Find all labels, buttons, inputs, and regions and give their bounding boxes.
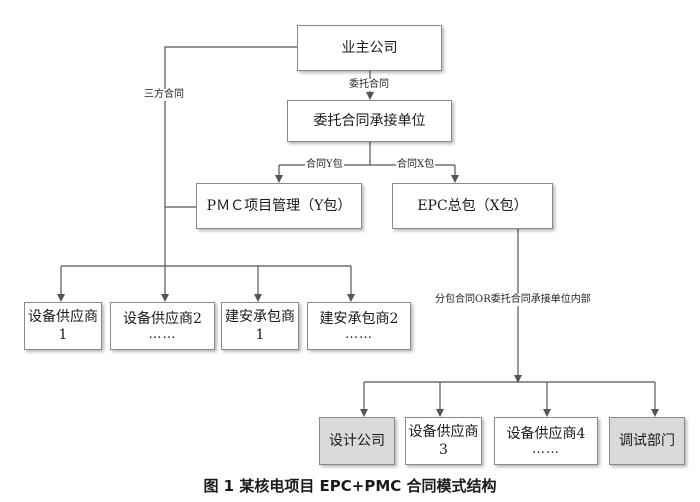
node-pmc-label: PＭＣ项目管理（Y包） (206, 198, 352, 214)
node-debug-label: 调试部门 (619, 433, 675, 449)
label-contract-x: 合同X包 (396, 159, 436, 171)
node-construction-contractor-2: 建安承包商2 …… (307, 302, 411, 350)
node-eq4-label: 设备供应商4 (506, 426, 586, 442)
label-contract-y: 合同Y包 (305, 159, 344, 171)
edge-owner-tripartite (164, 46, 297, 202)
node-ci2-ellipsis: …… (345, 327, 373, 342)
label-tripartite-contract: 三方合同 (143, 89, 185, 101)
node-design-company: 设计公司 (319, 417, 395, 465)
node-eq2-ellipsis: …… (148, 327, 177, 342)
label-entrust-contract: 委托合同 (348, 79, 390, 91)
node-eq4-ellipsis: …… (532, 442, 560, 457)
node-equipment-supplier-4: 设备供应商4 …… (494, 417, 598, 465)
node-delegate: 委托合同承接单位 (287, 100, 452, 142)
label-subcontract: 分包合同OR委托合同承接单位内部 (434, 294, 592, 306)
node-debug-department: 调试部门 (609, 417, 685, 465)
node-ci2-label: 建安承包商2 (319, 311, 399, 327)
node-equipment-supplier-3: 设备供应商3 (405, 417, 482, 465)
node-owner: 业主公司 (297, 25, 442, 71)
node-eq3-label: 设备供应商3 (408, 424, 479, 458)
node-pmc: PＭＣ项目管理（Y包） (196, 183, 362, 229)
node-epc: EPC总包（X包） (392, 183, 553, 229)
node-owner-label: 业主公司 (341, 40, 398, 56)
node-ci1-label: 建安承包商1 (225, 309, 295, 343)
figure-caption: 图 1 某核电项目 EPC+PMC 合同模式结构 (203, 477, 497, 495)
node-delegate-label: 委托合同承接单位 (313, 113, 426, 129)
node-equipment-supplier-2: 设备供应商2 …… (110, 302, 215, 350)
node-epc-label: EPC总包（X包） (417, 198, 528, 214)
node-construction-contractor-1: 建安承包商1 (221, 302, 299, 350)
node-eq1-label: 设备供应商1 (28, 309, 98, 343)
node-design-label: 设计公司 (329, 433, 385, 449)
node-equipment-supplier-1: 设备供应商1 (24, 302, 102, 350)
node-eq2-label: 设备供应商2 (123, 311, 202, 327)
